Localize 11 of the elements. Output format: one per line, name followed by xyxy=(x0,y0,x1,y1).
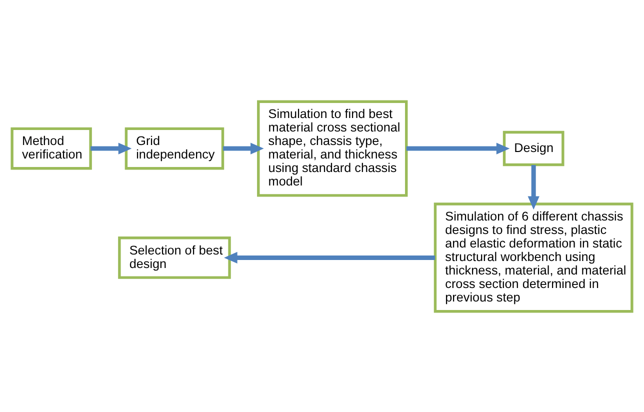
arrow xyxy=(528,164,540,210)
node-box: Simulation of 6 different chassis designs to find stress, plastic and elastic deformation in static structural workbench using thickness, material, and material cross section determined in previous step xyxy=(434,202,634,312)
node-box: Design xyxy=(502,130,564,166)
node-box: Simulation to find best material cross sectional shape, chassis type, material, and thickness using standard chassis model xyxy=(257,100,408,196)
arrow xyxy=(224,251,435,264)
node-box: Grid independency xyxy=(124,126,224,170)
arrow xyxy=(90,142,132,154)
arrow xyxy=(406,142,510,154)
node-box: Selection of best design xyxy=(118,236,231,278)
node-box: Method verification xyxy=(10,126,92,170)
arrow xyxy=(223,142,264,154)
